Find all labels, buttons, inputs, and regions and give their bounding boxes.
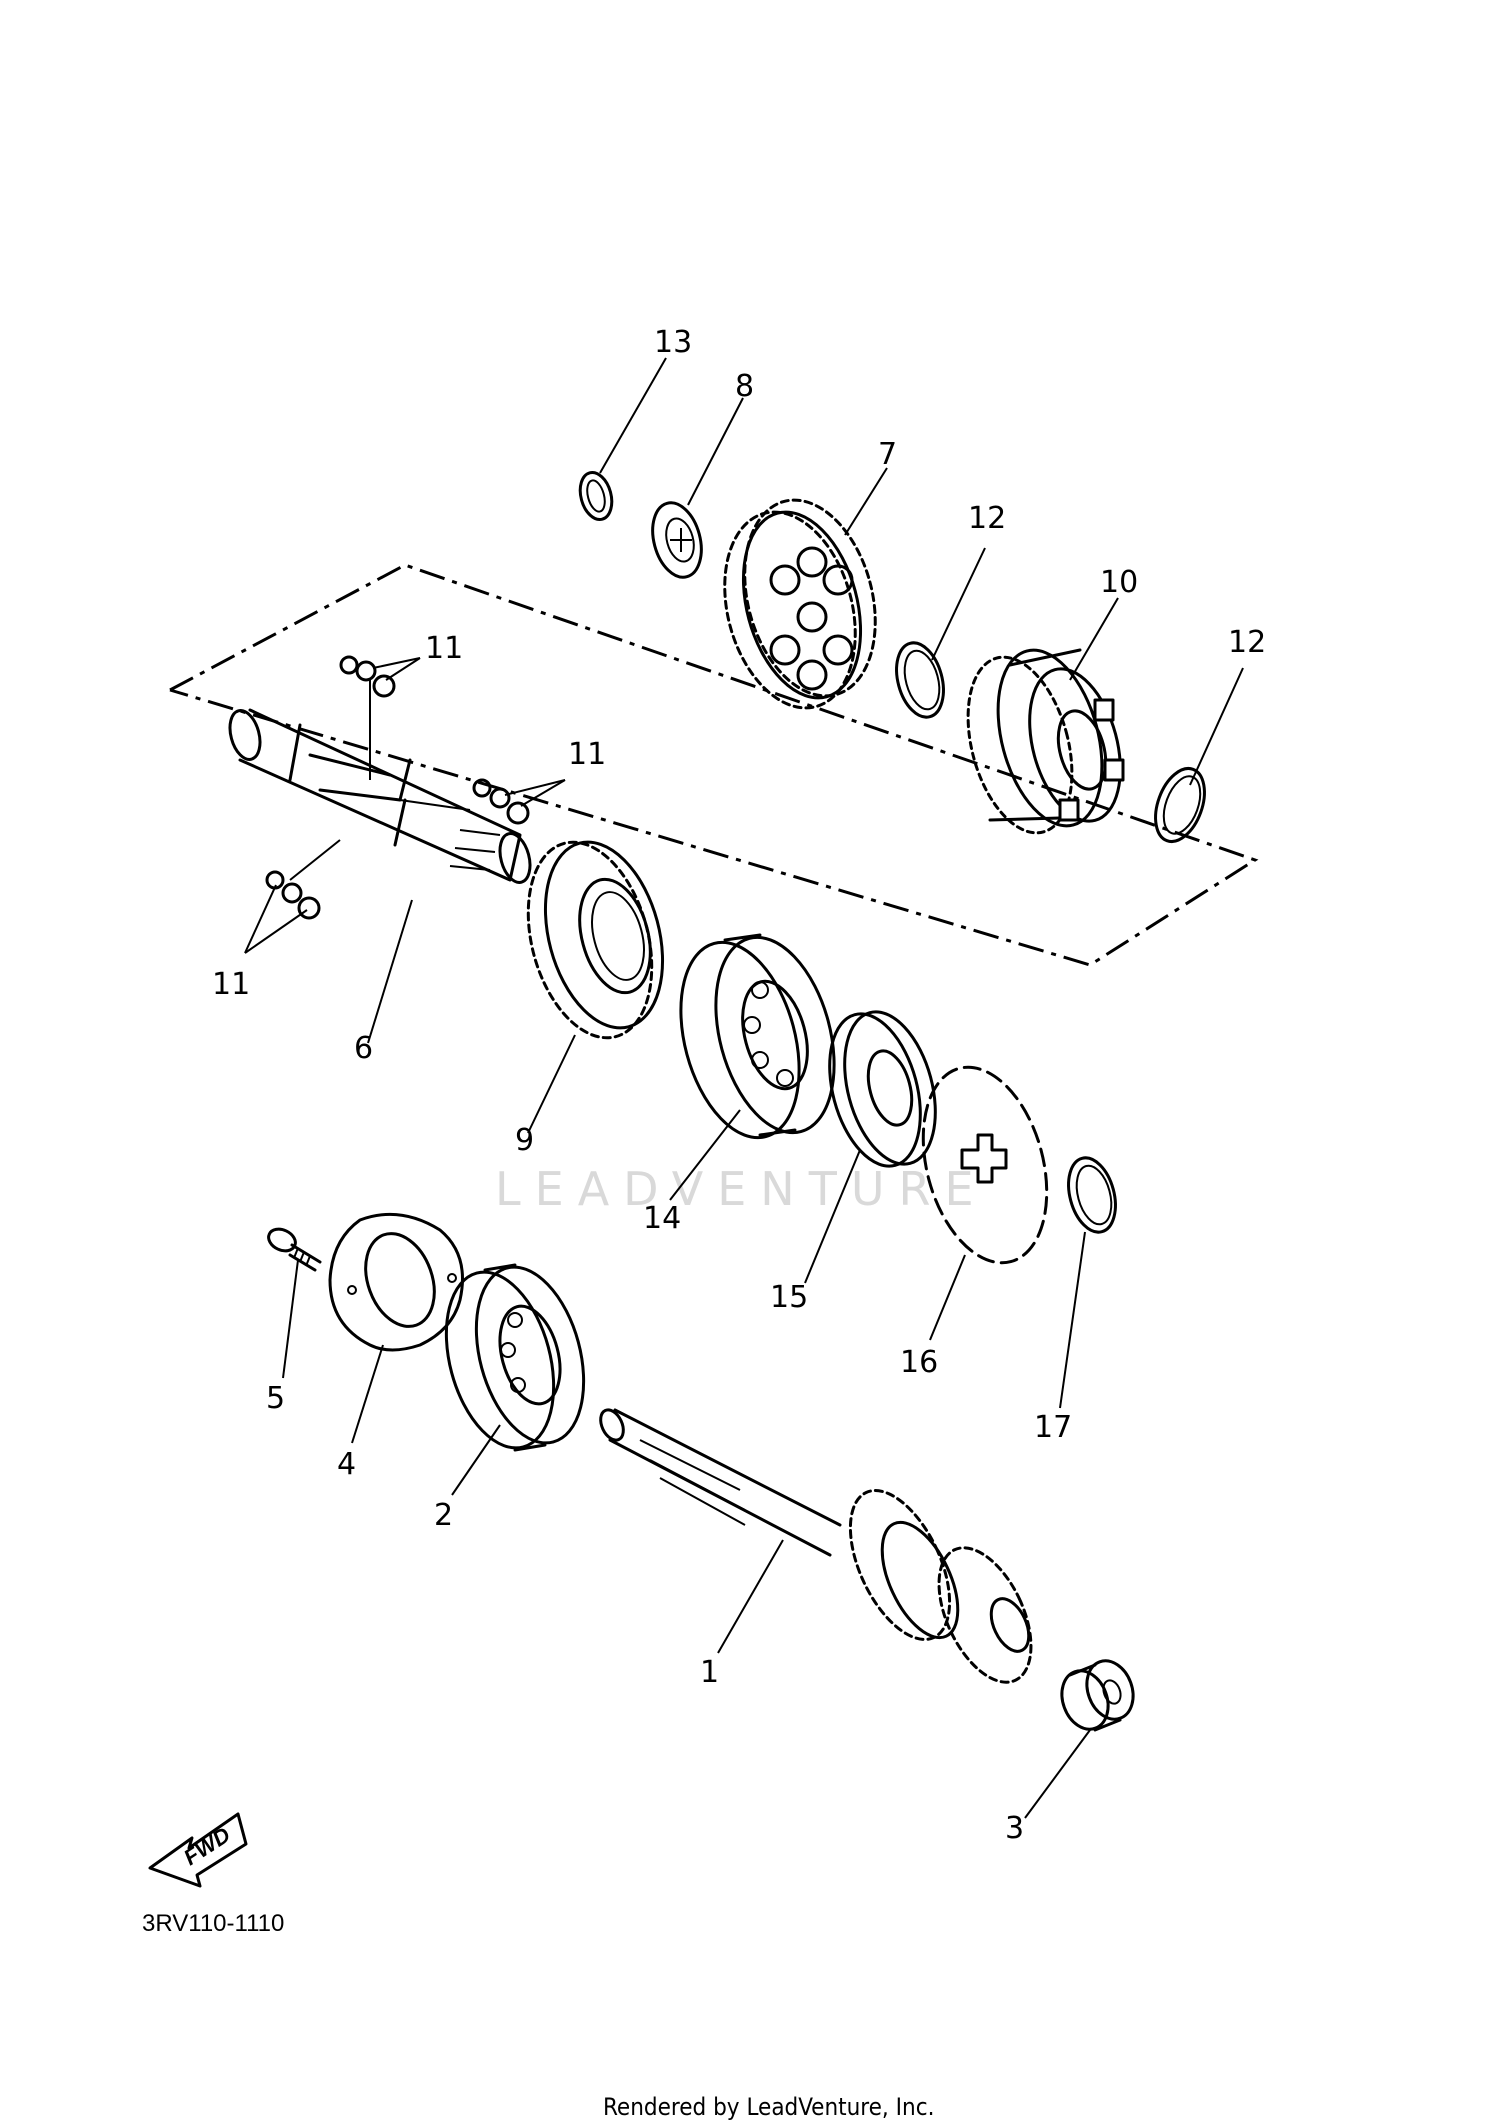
callout-12-upper: 12: [968, 501, 1006, 536]
callout-12-lower: 12: [1228, 625, 1266, 660]
part-8-washer[interactable]: [645, 497, 709, 582]
callout-4: 4: [337, 1447, 356, 1482]
part-15-oil-seal[interactable]: [814, 1002, 951, 1176]
leader-lines: [244, 357, 1244, 1819]
part-3-collar[interactable]: [1054, 1654, 1141, 1735]
part-9-gear[interactable]: [508, 828, 682, 1051]
callout-11-bottom: 11: [212, 967, 250, 1002]
footer-credit: Rendered by LeadVenture, Inc.: [603, 2093, 934, 2121]
callout-8: 8: [735, 369, 754, 404]
watermark-text: LEADVENTURE: [495, 1162, 988, 1216]
part-14-bearing[interactable]: [661, 924, 854, 1151]
callout-14: 14: [643, 1201, 681, 1236]
part-10-dog-gear[interactable]: [950, 639, 1135, 845]
part-7-large-gear[interactable]: [704, 485, 896, 722]
part-11-balls-top[interactable]: [339, 655, 396, 698]
fwd-arrow-icon: FWD: [148, 1812, 248, 1888]
diagram-code: 3RV110-1110: [142, 1910, 284, 1937]
part-12-circlip-upper[interactable]: [889, 638, 951, 723]
part-4-plate[interactable]: [328, 1212, 464, 1352]
callout-10: 10: [1100, 565, 1138, 600]
callout-3: 3: [1005, 1811, 1024, 1846]
callout-13: 13: [654, 325, 692, 360]
callout-2: 2: [434, 1498, 453, 1533]
callout-9: 9: [515, 1123, 534, 1158]
callout-5: 5: [266, 1381, 285, 1416]
part-16-sprocket[interactable]: [903, 1053, 1067, 1276]
part-5-bolt[interactable]: [265, 1225, 322, 1272]
part-12-circlip-lower[interactable]: [1146, 762, 1213, 848]
part-11-balls-bottom[interactable]: [265, 870, 321, 920]
part-1-main-shaft[interactable]: [596, 1406, 1050, 1696]
part-13-circlip[interactable]: [575, 469, 616, 523]
callout-1: 1: [700, 1655, 719, 1690]
callout-7: 7: [878, 437, 897, 472]
fwd-label: FWD: [179, 1822, 235, 1870]
callout-11-top: 11: [425, 631, 463, 666]
callout-15: 15: [770, 1280, 808, 1315]
callout-11-middle: 11: [568, 737, 606, 772]
callout-6: 6: [354, 1031, 373, 1066]
assembly-outline: [169, 563, 1259, 967]
callout-17: 17: [1034, 1410, 1072, 1445]
part-17-circlip[interactable]: [1061, 1153, 1123, 1238]
part-2-bearing[interactable]: [428, 1255, 601, 1460]
part-11-balls-middle[interactable]: [472, 778, 530, 825]
part-6-shaft[interactable]: [225, 707, 535, 886]
callout-16: 16: [900, 1345, 938, 1380]
